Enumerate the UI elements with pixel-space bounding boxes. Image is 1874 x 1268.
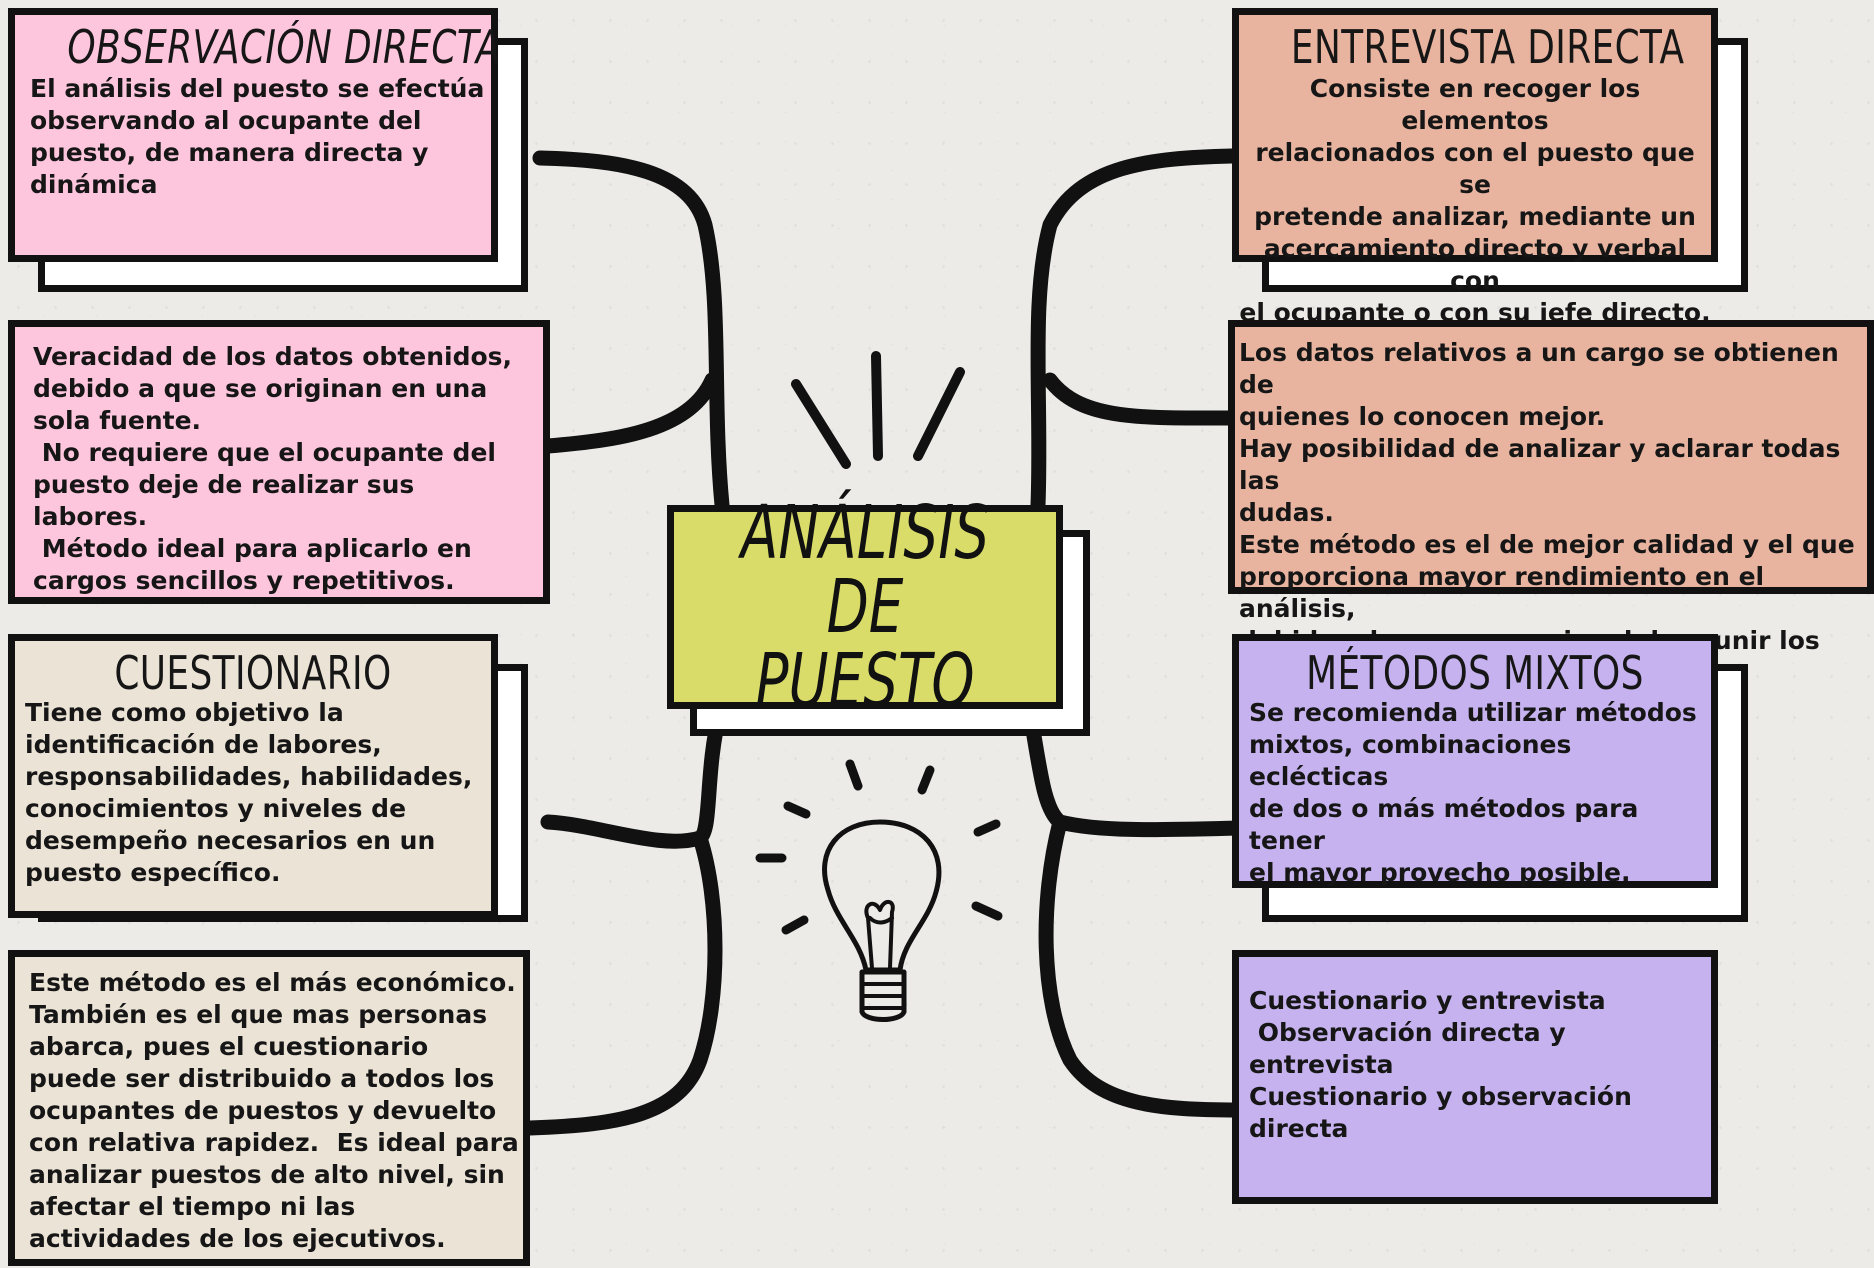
lightbulb-icon [755, 759, 1003, 1022]
cuestionario-details-card: Este método es el más económico. También… [8, 950, 530, 1266]
cuestionario-details: Este método es el más económico. También… [29, 968, 519, 1253]
connector-observacion-details [540, 372, 720, 454]
mixtos-description: Se recomienda utilizar métodos mixtos, c… [1249, 698, 1697, 888]
mixtos-title-card: MÉTODOS MIXTOS Se recomienda utilizar mé… [1232, 634, 1718, 888]
connector-entrevista [1030, 148, 1240, 513]
connector-observacion [532, 150, 730, 513]
observacion-details: Veracidad de los datos obtenidos, debido… [33, 342, 513, 595]
entrevista-title: ENTREVISTA DIRECTA [1290, 20, 1685, 74]
connector-cuestionario-details [522, 830, 723, 1136]
observacion-title-card: OBSERVACIÓN DIRECTA El análisis del pues… [8, 8, 501, 262]
center-title: ANÁLISIS DE PUESTO [740, 490, 990, 724]
center-title-card: ANÁLISIS DE PUESTO [667, 496, 1063, 718]
connector-entrevista-details [1042, 372, 1236, 426]
observacion-description: El análisis del puesto se efectúa observ… [30, 74, 485, 200]
cuestionario-title-card: CUESTIONARIO Tiene como objetivo la iden… [8, 634, 498, 918]
mixtos-title: MÉTODOS MIXTOS [1306, 646, 1644, 700]
cuestionario-description: Tiene como objetivo la identificación de… [25, 698, 473, 888]
mixtos-details: Cuestionario y entrevista Observación di… [1249, 986, 1632, 1143]
mixtos-details-card: Cuestionario y entrevista Observación di… [1232, 950, 1718, 1204]
observacion-title: OBSERVACIÓN DIRECTA [67, 20, 501, 74]
cuestionario-title: CUESTIONARIO [114, 646, 392, 700]
entrevista-description: Consiste en recoger los elementos relaci… [1239, 74, 1711, 328]
observacion-details-card: Veracidad de los datos obtenidos, debido… [8, 320, 550, 604]
connector-mixtos-details [1038, 814, 1246, 1118]
idea-rays-icon [791, 351, 965, 469]
entrevista-title-card: ENTREVISTA DIRECTA Consiste en recoger l… [1232, 8, 1718, 327]
